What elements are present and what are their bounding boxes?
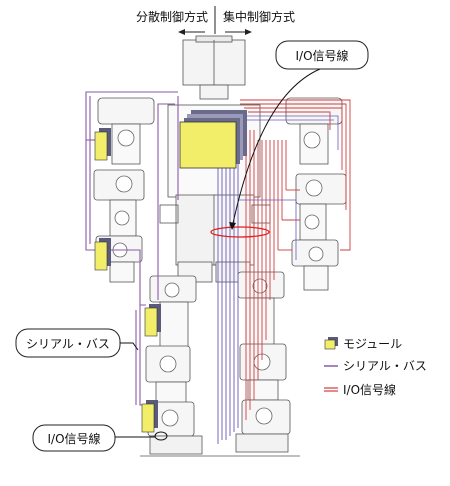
callout-serial-label: シリアル・バス <box>26 337 110 351</box>
left-arrow-head <box>178 29 185 35</box>
legend: モジュール シリアル・バス I/O信号線 <box>324 337 427 397</box>
centralized-wires-purple <box>217 150 239 444</box>
legend-io: I/O信号線 <box>324 382 396 397</box>
serial-bus-lines <box>85 91 179 406</box>
legend-serial-label: シリアル・バス <box>343 359 427 373</box>
distributed-module <box>94 238 111 271</box>
io-line-marker <box>154 431 168 441</box>
callout-io-bottom-label: I/O信号線 <box>47 431 100 446</box>
legend-serial: シリアル・バス <box>324 359 427 373</box>
io-signal-lines-purple-overlay <box>238 115 339 260</box>
right-arrow-head <box>245 29 252 35</box>
distributed-module <box>94 128 111 161</box>
robot-outline <box>93 35 347 457</box>
legend-io-label: I/O信号線 <box>343 382 396 397</box>
left-shoulder <box>97 97 155 125</box>
distributed-module <box>144 304 161 337</box>
centralized-control-label: 集中制御方式 <box>223 9 295 24</box>
callout-io-top-label: I/O信号線 <box>295 48 348 63</box>
callout-io-bottom: I/O信号線 <box>32 424 155 452</box>
wire-bundle-ring <box>210 226 270 238</box>
legend-module-label: モジュール <box>343 337 402 351</box>
left-foot <box>149 435 203 455</box>
legend-module: モジュール <box>324 337 402 351</box>
callout-serial: シリアル・バス <box>15 328 139 358</box>
distributed-control-label: 分散制御方式 <box>136 9 208 24</box>
central-controller <box>179 110 247 169</box>
robot-motors <box>112 129 324 427</box>
distributed-module <box>141 400 158 433</box>
right-foot <box>235 433 289 453</box>
callout-io-top: I/O信号線 <box>229 40 369 230</box>
header: 分散制御方式 集中制御方式 <box>136 6 295 35</box>
